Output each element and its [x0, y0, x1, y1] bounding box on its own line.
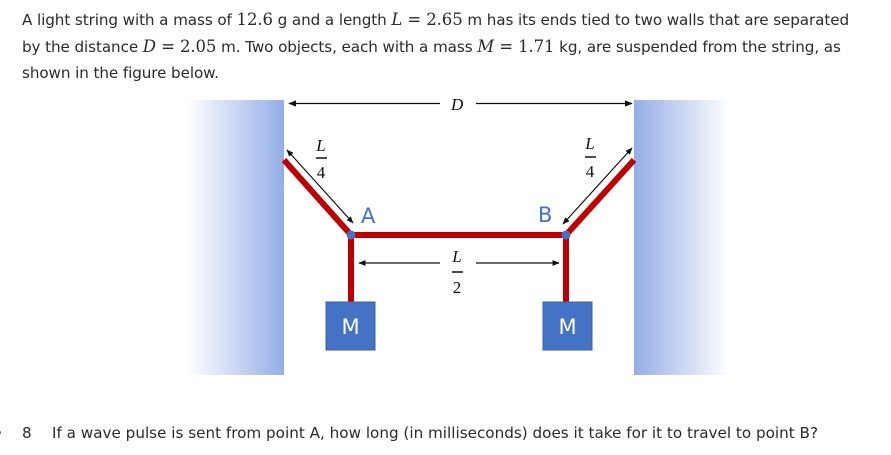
text-fragment: by the distance	[22, 38, 143, 56]
text-fragment: m has its ends tied to two walls that ar…	[462, 11, 849, 29]
text-fragment: A light string with a mass of	[22, 11, 237, 29]
string	[281, 157, 637, 238]
right-segment-denominator: 4	[586, 162, 595, 181]
equals-sign: =	[494, 37, 519, 56]
point-a-marker	[346, 230, 356, 240]
mass-variable: M	[477, 37, 495, 56]
left-mass-label: M	[341, 315, 359, 339]
string-mass-value: 12.6	[236, 10, 273, 29]
text-fragment: m. Two objects, each with a mass	[216, 38, 478, 56]
question-row: 8 If a wave pulse is sent from point A, …	[0, 420, 891, 446]
length-variable: L	[391, 10, 403, 29]
right-segment-arrow	[562, 147, 633, 225]
problem-statement: A light string with a mass of 12.6 g and…	[22, 6, 891, 87]
equals-sign: =	[155, 37, 180, 56]
left-segment-arrow	[286, 149, 354, 224]
object-mass-value: 1.71	[518, 37, 555, 56]
point-b-label: B	[538, 203, 552, 227]
left-mass-block	[325, 301, 376, 351]
distance-variable: D	[142, 37, 156, 56]
question-bullet-icon	[0, 431, 1, 434]
middle-segment-numerator: L	[451, 247, 461, 266]
point-b-marker	[561, 230, 571, 240]
equals-sign: =	[402, 10, 427, 29]
text-fragment: kg, are suspended from the string, as	[554, 38, 841, 56]
left-wall	[188, 100, 284, 375]
question-text: If a wave pulse is sent from point A, ho…	[52, 424, 819, 442]
left-segment-numerator: L	[315, 136, 325, 155]
question-number: 8	[22, 424, 32, 442]
problem-line-1: A light string with a mass of 12.6 g and…	[22, 6, 891, 33]
problem-line-2: by the distance D = 2.05 m. Two objects,…	[22, 33, 891, 60]
wall-distance-value: 2.05	[179, 37, 217, 56]
string-length-value: 2.65	[426, 10, 463, 29]
right-mass-label: M	[558, 315, 576, 339]
left-segment-denominator: 4	[317, 163, 326, 182]
right-mass-block	[542, 301, 593, 351]
middle-segment-denominator: 2	[453, 278, 462, 297]
right-segment-numerator: L	[584, 134, 594, 153]
distance-label: D	[450, 95, 464, 114]
problem-line-3: shown in the figure below.	[22, 64, 219, 82]
text-fragment: g and a length	[272, 11, 392, 29]
right-wall	[634, 100, 730, 375]
point-a-label: A	[361, 204, 376, 228]
